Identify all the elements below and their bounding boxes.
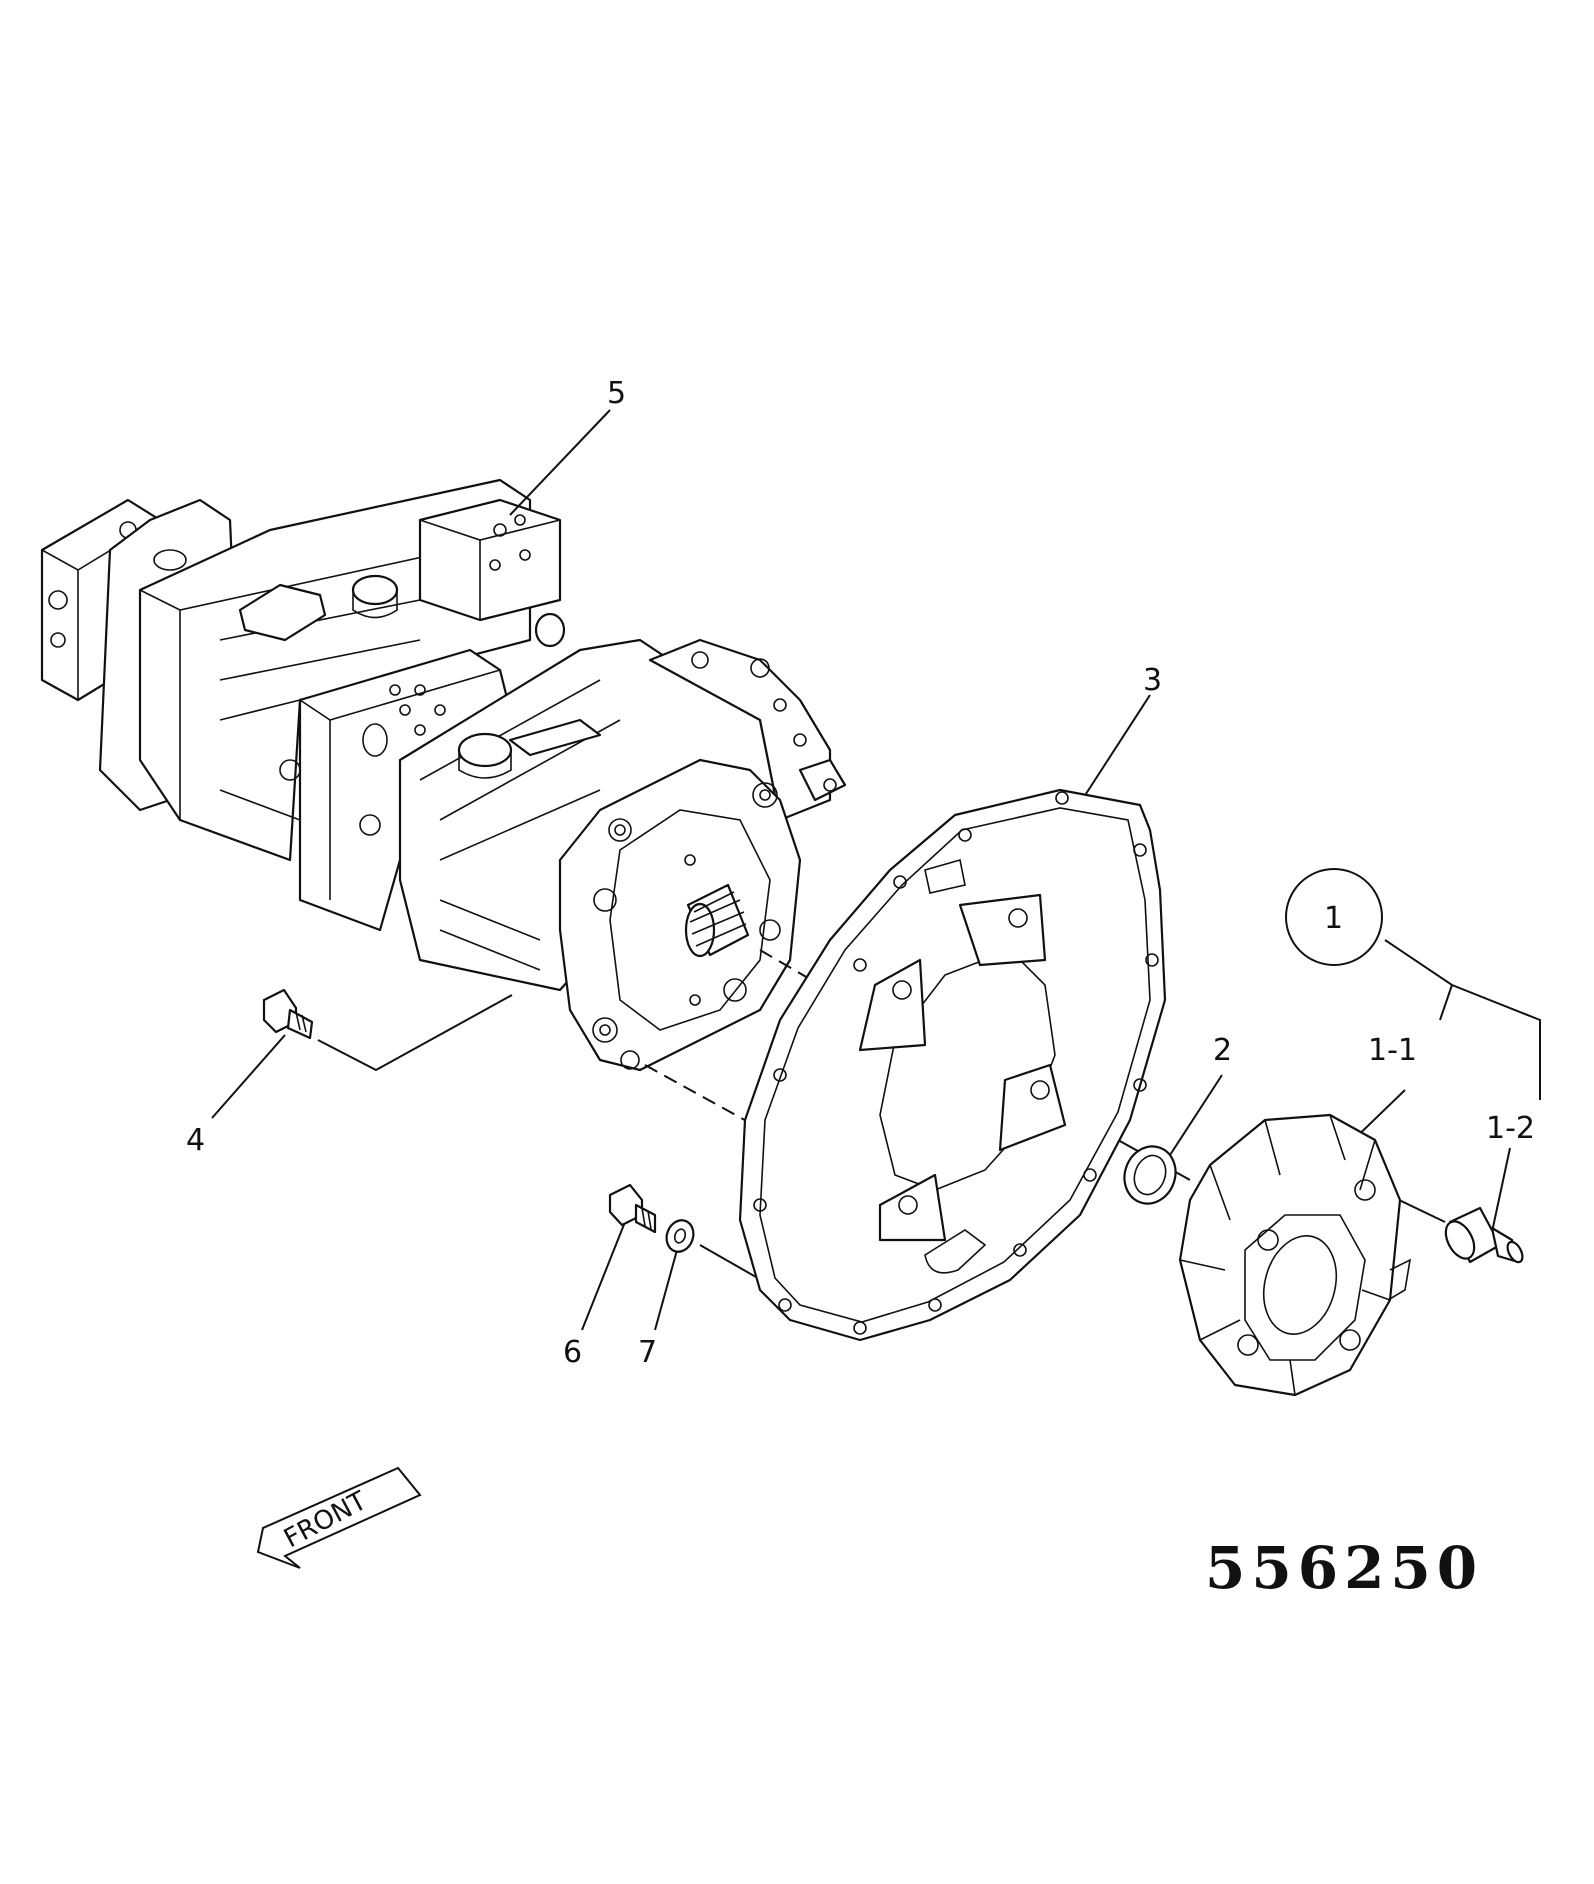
diagram-number: 556250 [1205,1534,1483,1602]
callout-3: 3 [1143,663,1162,698]
callout-2: 2 [1213,1033,1232,1068]
callout-5: 5 [607,376,626,411]
coupling-bolt [1444,1206,1524,1264]
o-ring [1123,1145,1177,1205]
lock-washer [665,1219,695,1253]
flexible-coupling [1178,1113,1412,1397]
callout-1-circle [1285,868,1383,966]
callout-1: 1 [1324,901,1343,936]
callout-7: 7 [638,1335,657,1370]
pump-mounting-bolt [262,988,314,1040]
flywheel-housing [738,788,1167,1342]
callout-1-2: 1-2 [1486,1111,1535,1146]
hydraulic-pump-assembly [40,478,847,1072]
leader-lines [211,409,1541,1331]
callout-labels: 5 3 1 1-1 2 1-2 4 6 7 [186,376,1535,1370]
front-direction-arrow: FRONT [256,1466,422,1569]
front-label: FRONT [279,1486,372,1554]
housing-bolt [608,1183,657,1234]
callout-6: 6 [563,1335,582,1370]
callout-4: 4 [186,1123,205,1158]
callout-1-1: 1-1 [1368,1033,1417,1068]
